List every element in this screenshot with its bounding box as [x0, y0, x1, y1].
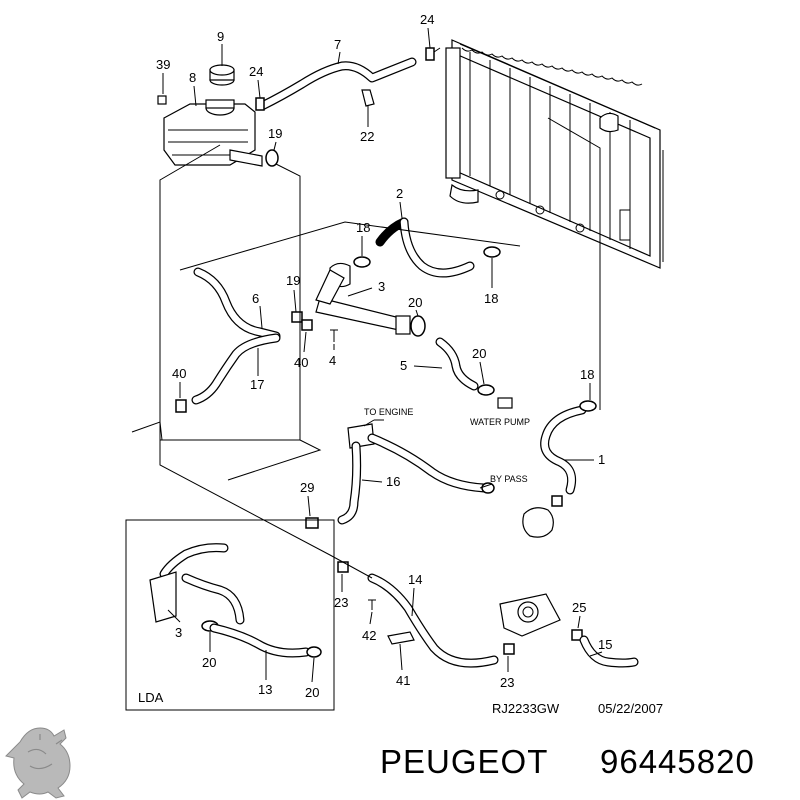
radiator: [445, 39, 664, 269]
part-number: 96445820: [600, 743, 755, 780]
callout-15: 15: [598, 637, 612, 652]
thermostat-housing: [315, 262, 411, 335]
clamp-40-left: [175, 399, 187, 413]
clamp-29: [305, 517, 319, 529]
callout-42: 42: [362, 628, 376, 643]
peugeot-lion-logo: [5, 727, 71, 799]
bolt-4: [330, 329, 338, 342]
clamp-20-b: [477, 384, 495, 396]
callout-4: 4: [329, 353, 336, 368]
callout-20: 20: [472, 346, 486, 361]
clamp-20-a: [410, 315, 426, 337]
clamp-23-b: [503, 643, 515, 655]
callout-23: 23: [334, 595, 348, 610]
to-engine-arrow: [363, 419, 384, 427]
callout-22: 22: [360, 129, 374, 144]
bolt-42: [368, 599, 376, 610]
by-pass-arrow: [479, 483, 493, 489]
callout-5: 5: [400, 358, 407, 373]
lda-clamp-20-b: [306, 646, 322, 658]
clamp-18-c: [579, 400, 597, 412]
clamp-24-left: [255, 97, 265, 111]
callout-20: 20: [408, 295, 422, 310]
callout-18: 18: [484, 291, 498, 306]
to-engine-label: TO ENGINE: [364, 407, 413, 417]
callout-2: 2: [396, 186, 403, 201]
callout-18: 18: [580, 367, 594, 382]
callout-20: 20: [305, 685, 319, 700]
reference-code: RJ2233GW: [492, 701, 560, 716]
callout-24: 24: [420, 12, 434, 27]
callout-9: 9: [217, 29, 224, 44]
thermostat-body: [522, 507, 554, 538]
callout-29: 29: [300, 480, 314, 495]
clamp-1-lower: [551, 495, 563, 507]
throttle-body: [499, 593, 583, 641]
callout-18: 18: [356, 220, 370, 235]
callout-3: 3: [175, 625, 182, 640]
lda-box: [125, 519, 335, 711]
clip-39: [157, 95, 167, 105]
clamp-19-top: [265, 149, 279, 167]
clamp-24-top: [425, 47, 441, 61]
callout-39: 39: [156, 57, 170, 72]
callout-6: 6: [252, 291, 259, 306]
callout-7: 7: [334, 37, 341, 52]
callout-40: 40: [172, 366, 186, 381]
lda-housing: [149, 571, 177, 623]
callout-23: 23: [500, 675, 514, 690]
by-pass-label: BY PASS: [490, 474, 528, 484]
reference-date: 05/22/2007: [598, 701, 663, 716]
clamp-19-mid: [291, 311, 303, 323]
bracket-22: [361, 89, 375, 107]
callout-16: 16: [386, 474, 400, 489]
bracket-41: [387, 631, 415, 645]
callout-25: 25: [572, 600, 586, 615]
callout-8: 8: [189, 70, 196, 85]
callout-41: 41: [396, 673, 410, 688]
callout-19: 19: [286, 273, 300, 288]
callout-17: 17: [250, 377, 264, 392]
callout-24: 24: [249, 64, 263, 79]
filler-cap: [209, 64, 235, 86]
callout-1: 1: [598, 452, 605, 467]
callout-40: 40: [294, 355, 308, 370]
clamp-18-a: [353, 256, 371, 268]
callout-20: 20: [202, 655, 216, 670]
brand-name: PEUGEOT: [380, 743, 548, 780]
lda-label: LDA: [138, 690, 164, 705]
callout-13: 13: [258, 682, 272, 697]
clamp-16-end: [481, 482, 495, 494]
expansion-tank: [163, 99, 263, 167]
callout-19: 19: [268, 126, 282, 141]
callout-3: 3: [378, 279, 385, 294]
clamp-18-b: [483, 246, 501, 258]
water-pump-label: WATER PUMP: [470, 417, 530, 427]
clamp-40-mid: [301, 319, 313, 331]
water-pump-stub: [497, 397, 513, 409]
callout-14: 14: [408, 572, 422, 587]
